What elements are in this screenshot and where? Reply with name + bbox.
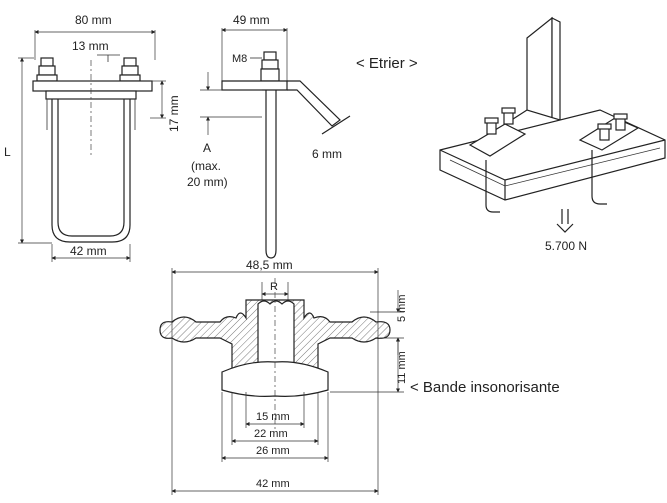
dim-R: R bbox=[270, 281, 278, 293]
dim-22mm: 22 mm bbox=[254, 428, 288, 440]
band-section: 48,5 mm R 5 mm 11 mm 15 mm 22 mm bbox=[159, 258, 408, 495]
dim-42mm-band: 42 mm bbox=[256, 478, 290, 490]
dim-A: A bbox=[203, 141, 211, 155]
stirrup-side-view: 49 mm M8 A (max. 20 mm) 6 mm bbox=[187, 13, 351, 259]
label-etrier: < Etrier > bbox=[356, 55, 418, 72]
dim-L: L bbox=[4, 145, 11, 159]
dim-13mm: 13 mm bbox=[72, 39, 109, 53]
dim-15mm: 15 mm bbox=[256, 411, 290, 423]
bolt-right bbox=[119, 57, 141, 82]
label-m8: M8 bbox=[232, 53, 247, 65]
clamp-plate bbox=[32, 80, 153, 92]
stirrup-front-view: 80 mm 13 mm 17 mm bbox=[4, 13, 181, 262]
dim-26mm: 26 mm bbox=[256, 445, 290, 457]
dim-5mm: 5 mm bbox=[396, 295, 408, 323]
label-bande: < Bande insonorisante bbox=[410, 379, 560, 396]
dim-48-5mm: 48,5 mm bbox=[246, 258, 293, 272]
label-load: 5.700 N bbox=[545, 239, 587, 253]
stirrup-isometric-view: 5.700 N bbox=[439, 16, 666, 253]
dim-80mm: 80 mm bbox=[75, 13, 112, 27]
dim-A-note-2: 20 mm) bbox=[187, 175, 228, 189]
dim-17mm: 17 mm bbox=[167, 95, 181, 132]
dim-42mm-front: 42 mm bbox=[70, 244, 107, 258]
dim-49mm: 49 mm bbox=[233, 13, 270, 27]
dim-A-note-1: (max. bbox=[191, 159, 221, 173]
dim-11mm: 11 mm bbox=[396, 351, 408, 384]
dim-6mm: 6 mm bbox=[312, 147, 342, 161]
bolt-left bbox=[36, 57, 58, 82]
